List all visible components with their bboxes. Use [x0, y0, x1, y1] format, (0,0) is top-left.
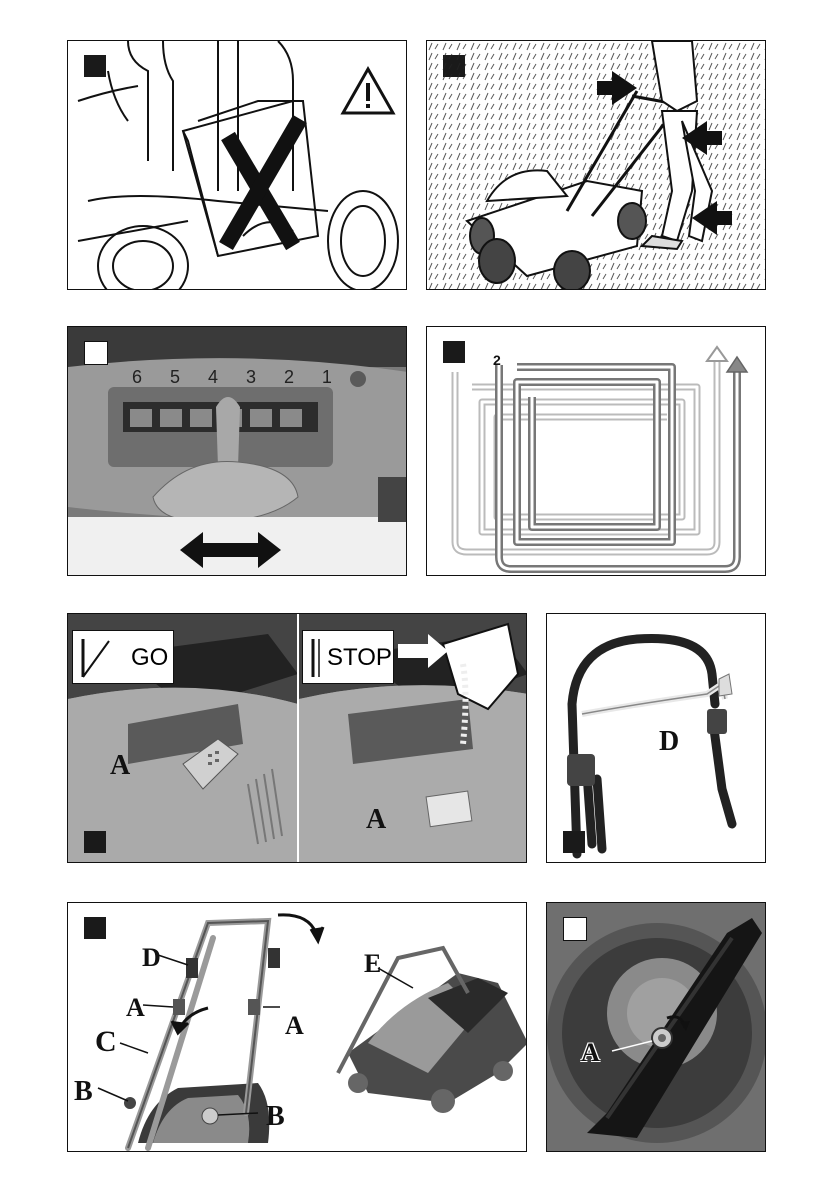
scale-digit: 4	[208, 367, 218, 388]
height-adjuster-photo	[68, 327, 407, 576]
blade-photo	[547, 903, 766, 1152]
part-label-a: A	[581, 1040, 600, 1066]
go-label: GO	[131, 644, 168, 672]
stop-label: STOP	[327, 644, 392, 672]
part-label-c: C	[95, 1027, 117, 1057]
figure-1-panel	[67, 40, 407, 290]
scale-digit: 5	[170, 367, 180, 388]
handle-lever-photo	[547, 614, 766, 863]
part-label-d: D	[142, 945, 161, 971]
part-label-b: B	[266, 1103, 285, 1131]
rotate-arrow-icon	[278, 915, 323, 941]
figure-7-panel: D A A C B B E	[67, 902, 527, 1152]
mowing-person-illustration	[427, 41, 766, 290]
figure-number-box	[563, 831, 585, 853]
figure-6-panel: D	[546, 613, 766, 863]
scale-digit: 2	[284, 367, 294, 388]
handle-upright-icon	[305, 631, 325, 683]
scale-digit: 3	[246, 367, 256, 388]
part-label-b: B	[74, 1078, 93, 1106]
part-label-a: A	[126, 995, 145, 1021]
figure-2-panel	[426, 40, 766, 290]
scale-digit: 6	[132, 367, 142, 388]
height-scale: 6 5 4 3 2 1	[132, 367, 332, 388]
figure-number-box	[84, 341, 108, 365]
part-label-a: A	[110, 752, 130, 780]
stop-indicator: STOP	[302, 630, 394, 684]
warning-triangle-icon	[343, 69, 393, 113]
scale-digit: 1	[322, 367, 332, 388]
figure-5-panel: GO STOP A A	[67, 613, 527, 863]
figure-number-box	[84, 831, 106, 853]
figure-3-panel: 6 5 4 3 2 1	[67, 326, 407, 576]
part-label-e: E	[364, 951, 381, 977]
part-label-d: D	[659, 728, 679, 756]
part-label-a: A	[366, 806, 386, 834]
path-number-label: 2	[493, 352, 501, 368]
part-label-a: A	[285, 1013, 304, 1039]
handle-tilted-icon	[75, 631, 115, 683]
figure-8-panel: A	[546, 902, 766, 1152]
mower-grassbox-illustration	[68, 41, 407, 290]
figure-4-panel: 2	[426, 326, 766, 576]
go-indicator: GO	[72, 630, 174, 684]
mowing-path-diagram: 2	[427, 327, 766, 576]
